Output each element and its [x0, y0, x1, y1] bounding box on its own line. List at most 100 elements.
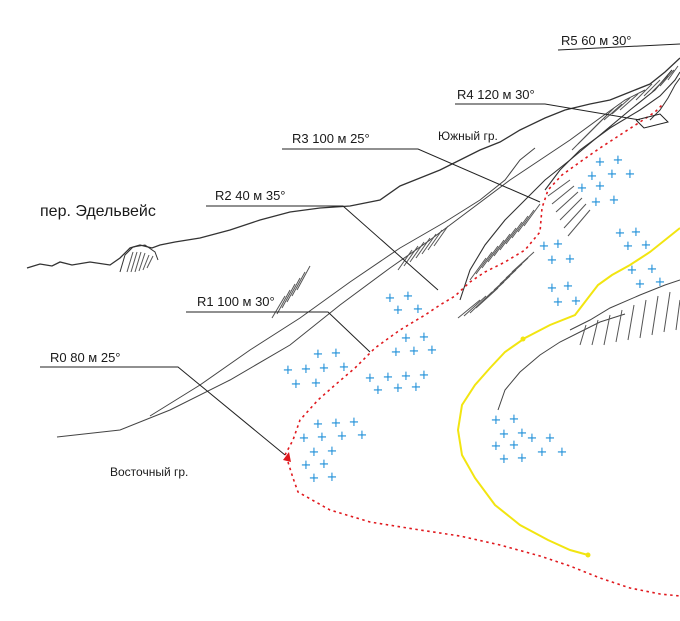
svg-text:+: +: [517, 451, 528, 466]
svg-text:+: +: [301, 362, 312, 377]
svg-text:+: +: [327, 470, 338, 485]
yellow-path: [456, 227, 680, 556]
svg-text:+: +: [313, 417, 324, 432]
svg-text:+: +: [517, 426, 528, 441]
svg-text:+: +: [547, 253, 558, 268]
gully-left: [459, 69, 673, 301]
inner-spur-line: [497, 313, 626, 411]
east-ridge-label: Восточный гр.: [110, 465, 188, 479]
svg-text:+: +: [411, 380, 422, 395]
svg-text:+: +: [613, 153, 624, 168]
route-label-r0: R0 80 м 25°: [50, 350, 121, 365]
svg-text:+: +: [655, 275, 666, 290]
svg-text:+: +: [625, 167, 636, 182]
svg-text:+: +: [499, 427, 510, 442]
svg-text:+: +: [571, 294, 582, 309]
blue-crosses: ++ +++ ++ ++ ++ ++ ++ ++ ++ ++ ++ ++ ++ …: [283, 153, 666, 486]
route-label-r4: R4 120 м 30°: [457, 87, 535, 102]
route-label-r5: R5 60 м 30°: [561, 33, 632, 48]
svg-text:+: +: [401, 331, 412, 346]
slope-line-low: [56, 89, 646, 438]
route-label-r3: R3 100 м 25°: [292, 131, 370, 146]
svg-text:+: +: [647, 262, 658, 277]
svg-text:+: +: [565, 252, 576, 267]
svg-text:+: +: [319, 457, 330, 472]
svg-text:+: +: [499, 452, 510, 467]
route-label-r2: R2 40 м 35°: [215, 188, 286, 203]
svg-text:+: +: [595, 155, 606, 170]
svg-text:+: +: [403, 289, 414, 304]
red-dotted-path: [284, 104, 680, 597]
svg-text:+: +: [383, 370, 394, 385]
svg-text:+: +: [339, 360, 350, 375]
svg-text:+: +: [391, 345, 402, 360]
red-arrow-marker: [283, 452, 291, 462]
svg-text:+: +: [563, 279, 574, 294]
svg-text:+: +: [357, 428, 368, 443]
svg-text:+: +: [299, 431, 310, 446]
svg-text:+: +: [545, 431, 556, 446]
svg-text:+: +: [539, 239, 550, 254]
svg-text:+: +: [313, 347, 324, 362]
svg-text:+: +: [291, 377, 302, 392]
svg-text:+: +: [319, 361, 330, 376]
svg-text:+: +: [385, 291, 396, 306]
knob-outline: [119, 244, 159, 273]
svg-text:+: +: [553, 295, 564, 310]
svg-text:+: +: [309, 445, 320, 460]
south-ridge-line: [569, 279, 680, 331]
svg-text:+: +: [393, 303, 404, 318]
svg-text:+: +: [311, 376, 322, 391]
svg-text:+: +: [607, 167, 618, 182]
svg-text:+: +: [427, 343, 438, 358]
svg-text:+: +: [595, 179, 606, 194]
svg-text:+: +: [591, 195, 602, 210]
svg-text:+: +: [409, 344, 420, 359]
svg-text:+: +: [609, 193, 620, 208]
pass-label: пер. Эдельвейс: [40, 203, 156, 220]
svg-text:+: +: [349, 415, 360, 430]
svg-text:+: +: [337, 429, 348, 444]
svg-text:+: +: [491, 439, 502, 454]
slope-line-mid: [149, 147, 536, 417]
svg-text:+: +: [365, 371, 376, 386]
svg-text:+: +: [615, 226, 626, 241]
svg-text:+: +: [553, 237, 564, 252]
svg-text:+: +: [331, 346, 342, 361]
svg-text:+: +: [419, 330, 430, 345]
route-label-r1: R1 100 м 30°: [197, 294, 275, 309]
leader-lines: [40, 43, 680, 456]
svg-text:+: +: [627, 263, 638, 278]
svg-text:+: +: [331, 416, 342, 431]
svg-text:+: +: [631, 225, 642, 240]
svg-text:+: +: [623, 239, 634, 254]
svg-text:+: +: [317, 430, 328, 445]
svg-text:+: +: [401, 369, 412, 384]
svg-text:+: +: [537, 445, 548, 460]
svg-text:+: +: [547, 281, 558, 296]
south-ridge-label: Южный гр.: [438, 129, 498, 143]
svg-text:+: +: [587, 169, 598, 184]
svg-text:+: +: [635, 277, 646, 292]
svg-text:+: +: [491, 413, 502, 428]
svg-text:+: +: [301, 458, 312, 473]
yellow-marker-bottom: [585, 552, 591, 558]
hachures: [126, 65, 680, 346]
svg-text:+: +: [527, 431, 538, 446]
svg-text:+: +: [309, 471, 320, 486]
svg-text:+: +: [557, 445, 568, 460]
svg-text:+: +: [641, 238, 652, 253]
svg-text:+: +: [509, 438, 520, 453]
svg-text:+: +: [393, 381, 404, 396]
upper-right-edge: [649, 77, 680, 121]
svg-text:+: +: [509, 412, 520, 427]
svg-text:+: +: [283, 363, 294, 378]
svg-text:+: +: [373, 383, 384, 398]
svg-text:+: +: [413, 302, 424, 317]
yellow-marker-top: [520, 336, 526, 342]
crest-line: [26, 57, 680, 269]
svg-text:+: +: [577, 181, 588, 196]
svg-text:+: +: [419, 368, 430, 383]
